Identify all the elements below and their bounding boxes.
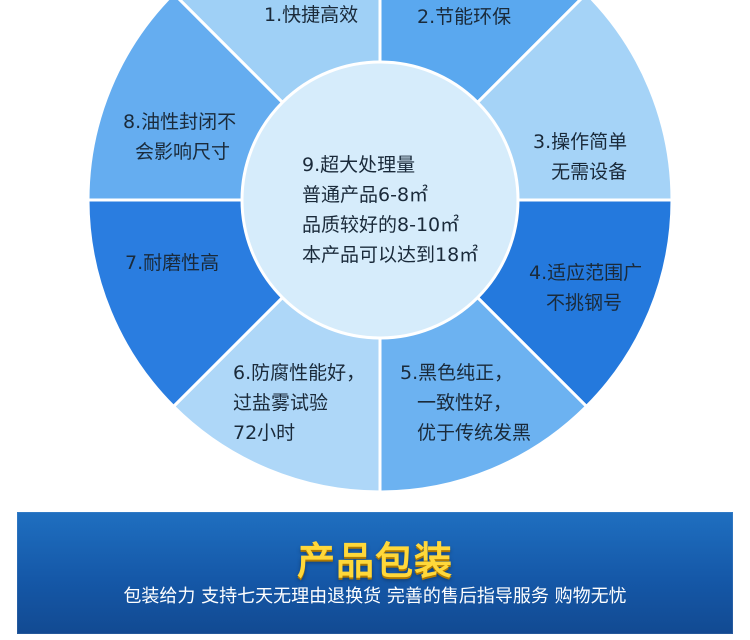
banner-title: 产品包装 (296, 539, 453, 583)
center-line-4: 本产品可以达到18㎡ (302, 244, 479, 266)
banner-subtitle: 包装给力 支持七天无理由退换货 完善的售后指导服务 购物无忧 (123, 586, 627, 607)
segment-4-text: 4.适应范围广 不挑钢号 (529, 258, 642, 318)
segment-4-line-2: 不挑钢号 (546, 292, 623, 314)
segment-5-line-2: 一致性好， (417, 392, 513, 414)
segment-6-text: 6.防腐性能好， 过盐雾试验 72小时 (233, 358, 365, 448)
segment-1-line-1: 1.快捷高效 (264, 4, 359, 26)
segment-5-text: 5.黑色纯正， 一致性好， 优于传统发黑 (400, 358, 531, 448)
segment-3-line-2: 无需设备 (551, 161, 628, 183)
feature-wheel-graphic (86, 0, 674, 494)
center-line-1: 9.超大处理量 (302, 154, 416, 176)
segment-8-line-2: 会影响尺寸 (135, 141, 231, 163)
segment-2-text: 2.节能环保 (417, 2, 511, 32)
segment-3-line-1: 3.操作简单 (533, 131, 628, 153)
segment-3-text: 3.操作简单 无需设备 (533, 127, 627, 187)
segment-7-line-1: 7.耐磨性高 (125, 252, 220, 274)
segment-6-line-1: 6.防腐性能好， (233, 362, 366, 384)
center-line-2: 普通产品6-8㎡ (302, 184, 429, 206)
wheel-center-circle (240, 60, 520, 340)
segment-4-line-1: 4.适应范围广 (529, 262, 643, 284)
segment-5-line-1: 5.黑色纯正， (400, 362, 514, 384)
segment-2-line-1: 2.节能环保 (417, 6, 512, 28)
feature-wheel: 1.快捷高效 2.节能环保 3.操作简单 无需设备 4.适应范围广 不挑钢号 5… (86, 0, 674, 494)
segment-7-text: 7.耐磨性高 (125, 248, 219, 278)
center-circle-text: 9.超大处理量 普通产品6-8㎡ 品质较好的8-10㎡ 本产品可以达到18㎡ (302, 150, 478, 270)
segment-8-text: 8.油性封闭不 会影响尺寸 (123, 107, 236, 167)
segment-5-line-3: 优于传统发黑 (417, 422, 532, 444)
packaging-banner: 产品包装 包装给力 支持七天无理由退换货 完善的售后指导服务 购物无忧 (17, 512, 733, 634)
center-line-3: 品质较好的8-10㎡ (302, 214, 460, 236)
segment-6-line-3: 72小时 (233, 422, 296, 444)
segment-1-text: 1.快捷高效 (264, 0, 358, 30)
segment-8-line-1: 8.油性封闭不 (123, 111, 237, 133)
segment-6-line-2: 过盐雾试验 (233, 392, 329, 414)
